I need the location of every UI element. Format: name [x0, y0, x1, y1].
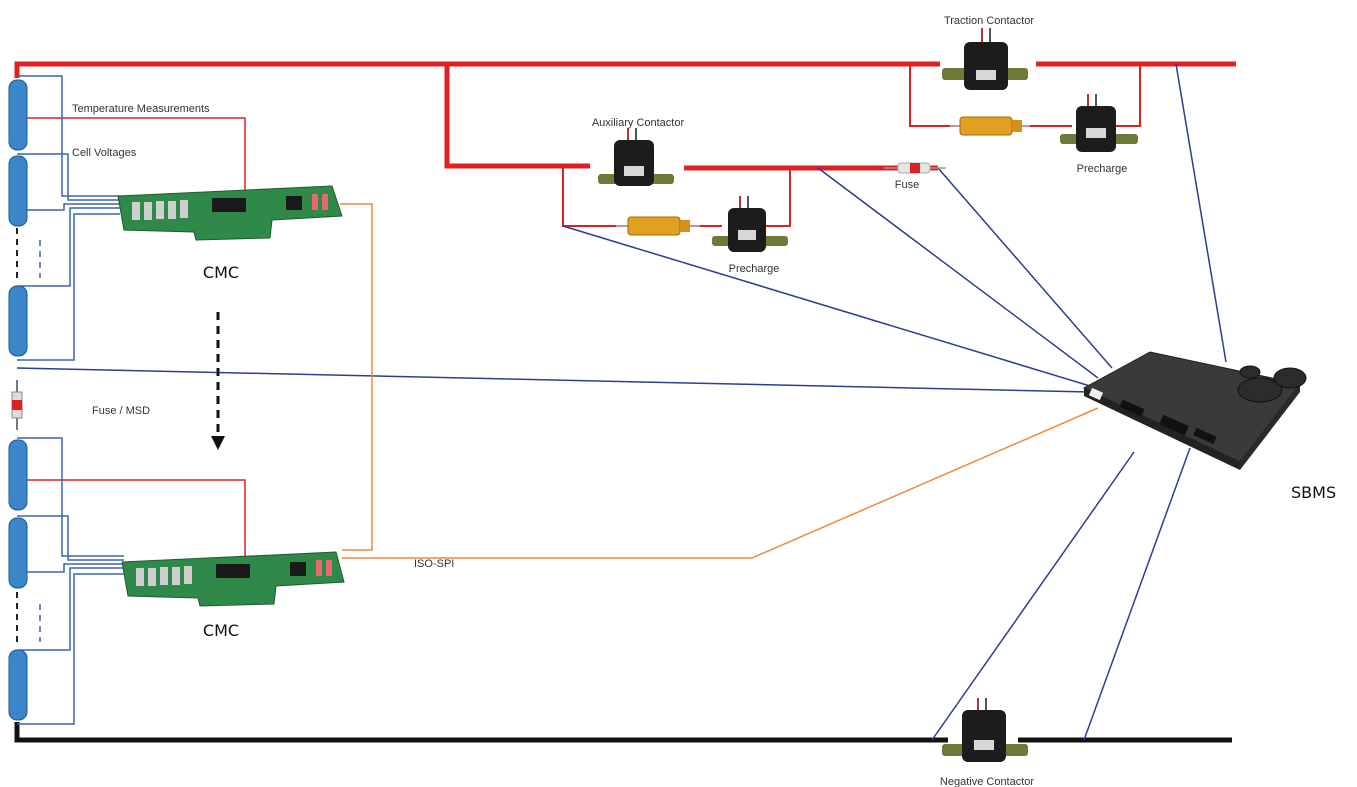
fuse-label: Fuse: [895, 179, 919, 191]
sense-wires: [16, 63, 1227, 741]
fuse-msd-icon: [11, 380, 23, 430]
battery-cell: [8, 517, 28, 589]
iso-spi-wires: [340, 203, 1099, 559]
battery-cell: [8, 285, 28, 357]
hv-negative-bus: [14, 722, 1232, 743]
precharge-resistor-aux-icon: [616, 216, 700, 236]
fuse-msd-label: Fuse / MSD: [92, 405, 150, 417]
precharge-contactor-traction-icon: [1060, 94, 1138, 152]
iso-spi-label: ISO-SPI: [414, 558, 454, 570]
auxiliary-contactor-label: Auxiliary Contactor: [592, 117, 685, 129]
battery-cell: [8, 649, 28, 721]
battery-cell: [8, 439, 28, 511]
cmc-board-top: [117, 185, 343, 241]
precharge-aux-label: Precharge: [729, 263, 780, 275]
negative-contactor-icon: [942, 698, 1028, 762]
cell-voltage-wires-bottom: [17, 437, 124, 725]
sbms-unit: [1082, 351, 1307, 470]
fuse-icon: [884, 162, 946, 174]
precharge-contactor-aux-icon: [712, 196, 788, 252]
precharge-traction-label: Precharge: [1077, 163, 1128, 175]
cell-voltages-label: Cell Voltages: [72, 147, 137, 159]
auxiliary-contactor-icon: [598, 128, 674, 186]
daisy-chain-arrow: [211, 312, 225, 450]
sbms-label: SBMS: [1291, 483, 1336, 502]
traction-contactor-label: Traction Contactor: [944, 15, 1034, 27]
traction-contactor-icon: [942, 28, 1028, 90]
temperature-wires: [17, 117, 246, 560]
cell-voltage-wires-top: [17, 75, 120, 361]
cmc-board-bottom: [121, 551, 345, 607]
temperature-measurements-label: Temperature Measurements: [72, 103, 210, 115]
negative-contactor-label: Negative Contactor: [940, 776, 1034, 787]
cmc-top-label: CMC: [203, 263, 239, 282]
battery-cell: [8, 79, 28, 151]
precharge-resistor-traction-icon: [950, 116, 1030, 136]
cmc-bottom-label: CMC: [203, 621, 239, 640]
battery-cell-stack: [8, 79, 41, 721]
battery-cell: [8, 155, 28, 227]
